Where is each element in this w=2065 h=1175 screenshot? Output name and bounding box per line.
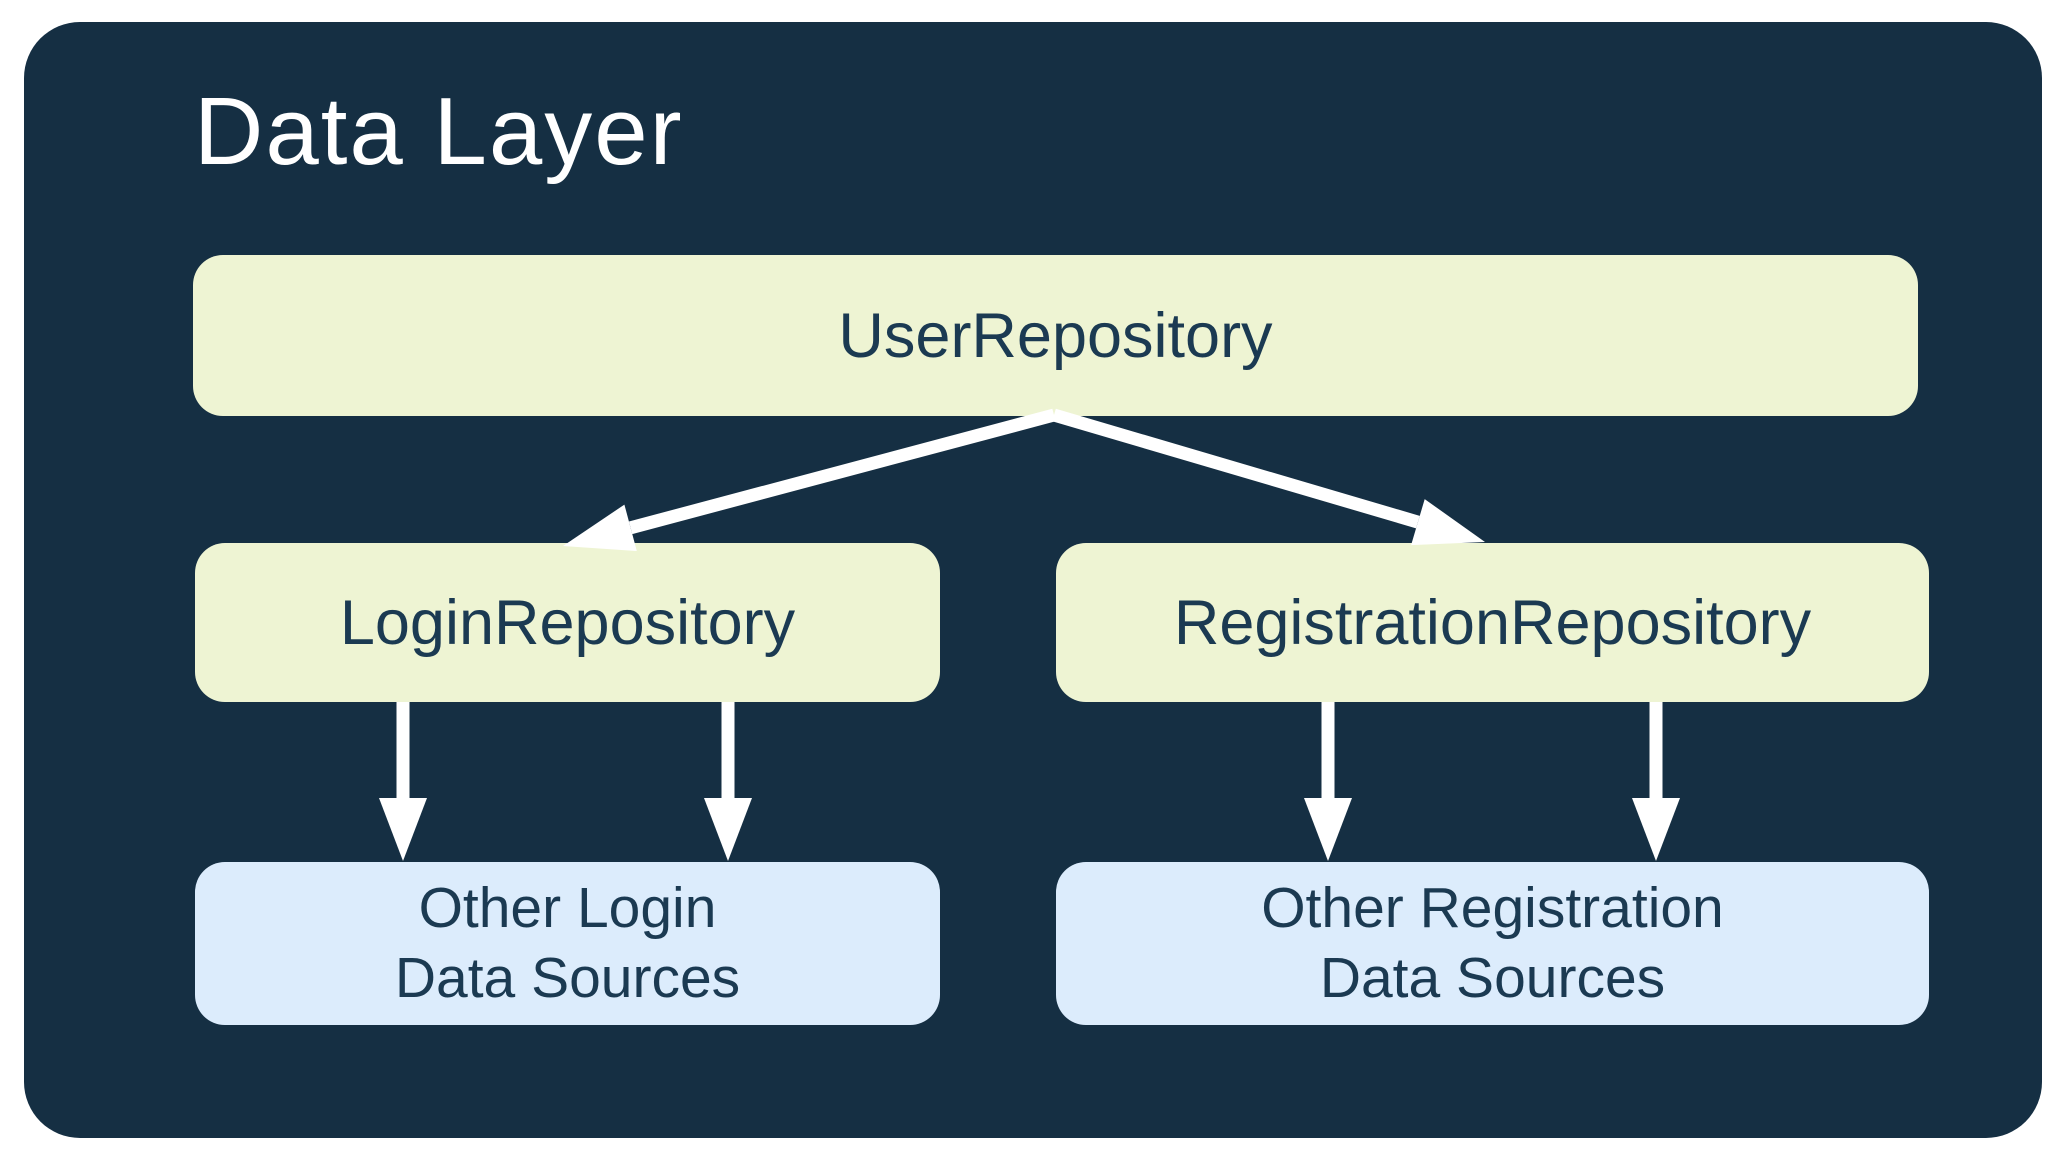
node-other-login-data-sources: Other Login Data Sources [195, 862, 940, 1025]
label-line-2: Data Sources [394, 945, 741, 1010]
diagram-title: Data Layer [194, 78, 684, 185]
node-user-repository-label: UserRepository [838, 300, 1273, 371]
label-line-1: Other Login [418, 875, 717, 940]
node-registration-repository: RegistrationRepository [1056, 543, 1929, 702]
node-other-registration-data-sources: Other Registration Data Sources [1056, 862, 1929, 1025]
node-user-repository: UserRepository [193, 255, 1918, 416]
node-registration-repository-label: RegistrationRepository [1173, 587, 1812, 658]
node-other-registration-data-sources-label: Other Registration Data Sources [1261, 874, 1724, 1013]
node-login-repository: LoginRepository [195, 543, 940, 702]
label-line-2: Data Sources [1319, 945, 1666, 1010]
node-login-repository-label: LoginRepository [339, 587, 796, 658]
node-other-login-data-sources-label: Other Login Data Sources [395, 874, 740, 1013]
label-line-1: Other Registration [1261, 875, 1724, 940]
